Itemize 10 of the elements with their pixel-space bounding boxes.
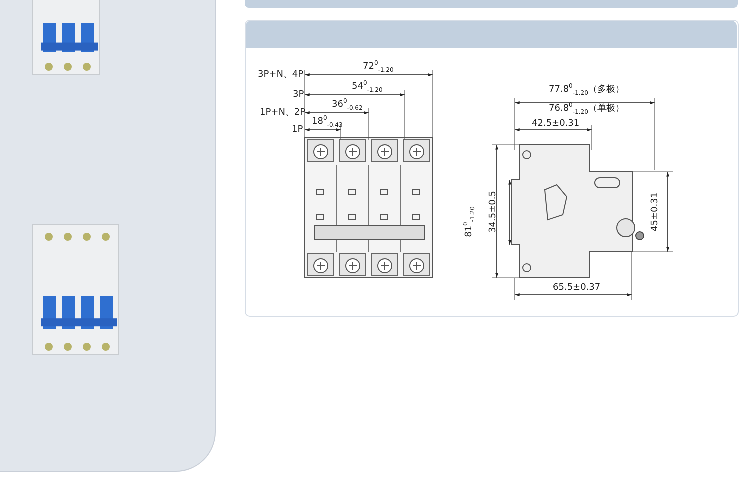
- dimension-label: 3P: [293, 90, 304, 101]
- dimension-label: 65.5±0.37: [553, 283, 601, 294]
- dimension-label: 42.5±0.31: [532, 119, 580, 130]
- dimension-label: 1P+N、2P: [260, 108, 306, 119]
- dimension-label: 3P+N、4P: [258, 70, 304, 81]
- dimension-label: 45±0.31: [650, 192, 662, 232]
- dimension-label: 76.8$^{0}$$_{-1.20}$（单极）: [549, 104, 624, 115]
- dimension-label: 77.8$^{0}$$_{-1.20}$（多极）: [549, 85, 624, 96]
- dimension-label: 34.5±0.5: [488, 191, 500, 233]
- dimension-label: 1P: [292, 125, 304, 136]
